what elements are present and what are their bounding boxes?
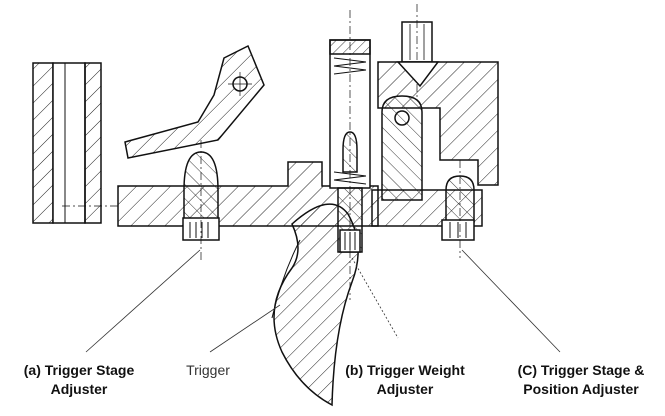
label-b-line1: (b) Trigger Weight — [345, 362, 465, 378]
adjuster-a — [182, 140, 220, 260]
right-housing — [371, 61, 499, 258]
leader-b — [351, 257, 399, 339]
top-screw — [401, 4, 433, 100]
leader-lines — [85, 249, 561, 353]
leader-trigger — [209, 304, 281, 353]
label-a-line2: Adjuster — [50, 381, 108, 397]
leader-a — [85, 249, 201, 353]
label-c-line1: (C) Trigger Stage & — [517, 362, 645, 378]
sear-lever — [124, 44, 265, 159]
label-b-line2: Adjuster — [376, 381, 434, 397]
label-trigger: Trigger — [186, 362, 230, 378]
label-c-line2: Position Adjuster — [523, 381, 639, 397]
weight-adjuster-column — [329, 10, 371, 300]
leader-c — [461, 249, 561, 353]
left-housing — [32, 62, 102, 224]
label-a-line1: (a) Trigger Stage — [23, 362, 135, 378]
